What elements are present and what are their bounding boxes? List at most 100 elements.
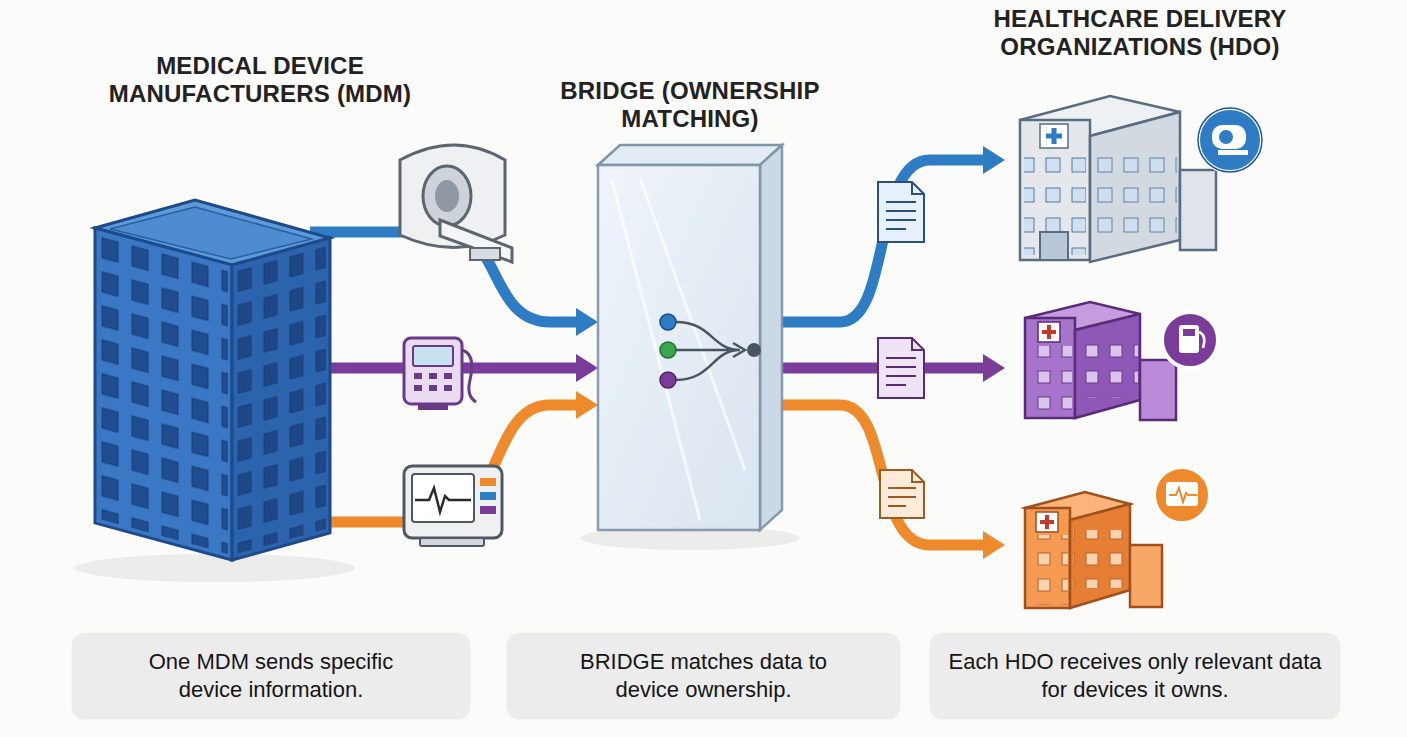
hospital-blue-part [1040,232,1068,260]
mdm-building-part-part [236,245,326,554]
patient-monitor-part [480,506,496,514]
hospital-blue-part [1198,108,1262,172]
hospital-orange-part [1070,504,1130,608]
hospital-purple-part [1183,329,1195,336]
hospital-orange-part [1025,508,1070,608]
hospital-blue-part [1046,128,1062,144]
matching-symbol-part [733,343,745,357]
hospital-orange-part [1036,512,1058,532]
patient-monitor-part [480,478,496,486]
mdm-building-part [95,228,232,560]
hospital-orange-part [1154,467,1210,523]
hospital-purple-part [1038,322,1060,342]
infusion-pump-part [418,404,448,410]
hospital-blue-part [1020,120,1090,260]
infusion-pump [404,338,476,410]
arrow-head [983,146,1005,174]
hospital-blue-part [1219,130,1233,144]
caption-box: Each HDO receives only relevant data for… [930,633,1340,718]
data-document [880,470,924,518]
hospital-orange-part [1169,488,1197,502]
hospital-purple-part [1028,345,1072,415]
hospital-purple-part [1179,325,1199,353]
hospital-orange-part [1166,482,1198,506]
hospital-blue-part [1180,170,1216,250]
data-document-part [886,202,916,229]
patient-monitor-part [420,538,484,546]
data-document-part [878,182,924,242]
hospital-blue-part [1212,125,1246,149]
mdm-building [75,200,355,582]
caption-text: One MDM sends specific device informatio… [121,648,421,703]
hospital-purple-part [1162,312,1218,368]
data-document [878,338,924,398]
arrow-head [576,391,598,419]
bridge-node: BRIDGE (OWNERSHIP MATCHING) [598,145,782,530]
mri-scanner [400,145,512,262]
patient-monitor-part [480,492,496,500]
bridge-glass-box-part [760,145,782,530]
arrow-head [983,354,1005,382]
infusion-pump-part-part [414,373,422,379]
patient-monitor-part [412,474,474,522]
mri-scanner-part [440,220,512,262]
mdm-building-part [232,238,330,560]
hospital-purple-part [1042,325,1056,339]
hospital-orange-part [1073,530,1128,588]
mri-scanner-part [435,180,459,212]
flow-arrows [310,232,598,522]
hdo-node: HEALTHCARE DELIVERY ORGANIZATIONS (HDO) [1005,90,1330,615]
matching-symbol-part [660,372,676,388]
data-document-part [888,488,916,506]
infusion-pump-part [462,350,476,402]
bridge-glass-box-part [612,178,745,520]
flow-line [782,405,983,545]
data-document-part [912,470,924,482]
hospital-purple-part [1199,332,1204,348]
infusion-pump-part-part [429,385,437,391]
hospital-orange-part [1028,535,1068,605]
flow-line [310,405,576,522]
data-document [878,182,924,242]
hospital-purple-part [1075,314,1140,418]
infusion-pump-part-part [429,373,437,379]
column-heading: BRIDGE (OWNERSHIP MATCHING) [530,77,850,132]
flow-line [782,160,983,322]
infusion-pump-part-part [414,385,422,391]
arrow-head [576,354,598,382]
bridge-glass-box [580,145,800,550]
data-document-part [886,358,916,385]
patient-monitor-part [415,488,471,512]
caption-box: BRIDGE matches data to device ownership. [507,633,900,718]
caption-text: Each HDO receives only relevant data for… [938,648,1332,703]
data-document-part [912,182,924,194]
hospital-blue [1020,96,1262,262]
hospital-purple-part [1140,360,1176,420]
mdm-building-part-part [95,228,232,560]
mdm-building-part-part [99,235,228,554]
arrow-head [983,531,1005,559]
hospital-purple-part [1078,340,1138,398]
mdm-building-part [75,554,355,582]
mri-scanner-part [423,166,471,226]
matching-symbol-part [747,343,761,357]
infusion-pump-part [404,338,462,404]
hospital-blue-part [1093,150,1177,238]
caption-box: One MDM sends specific device informatio… [72,633,470,718]
arrow-head [576,308,598,336]
matching-symbol-part [660,314,676,330]
data-document-part [878,338,924,398]
hospital-blue-part [1218,150,1248,155]
hospital-orange-part [1040,515,1054,529]
hospital-blue-part [1090,112,1180,262]
infusion-pump-part [413,346,453,366]
bridge-glass-box-part [598,165,760,530]
mri-scanner-part [470,248,500,260]
column-heading: HEALTHCARE DELIVERY ORGANIZATIONS (HDO) [955,5,1325,60]
hospital-purple-part [1025,318,1075,418]
hospital-orange [1025,467,1210,608]
matching-symbol-part [660,342,676,358]
column-heading: MEDICAL DEVICE MANUFACTURERS (MDM) [90,52,430,107]
bridge-glass-box-part [598,145,782,165]
patient-monitor-part [404,466,502,538]
